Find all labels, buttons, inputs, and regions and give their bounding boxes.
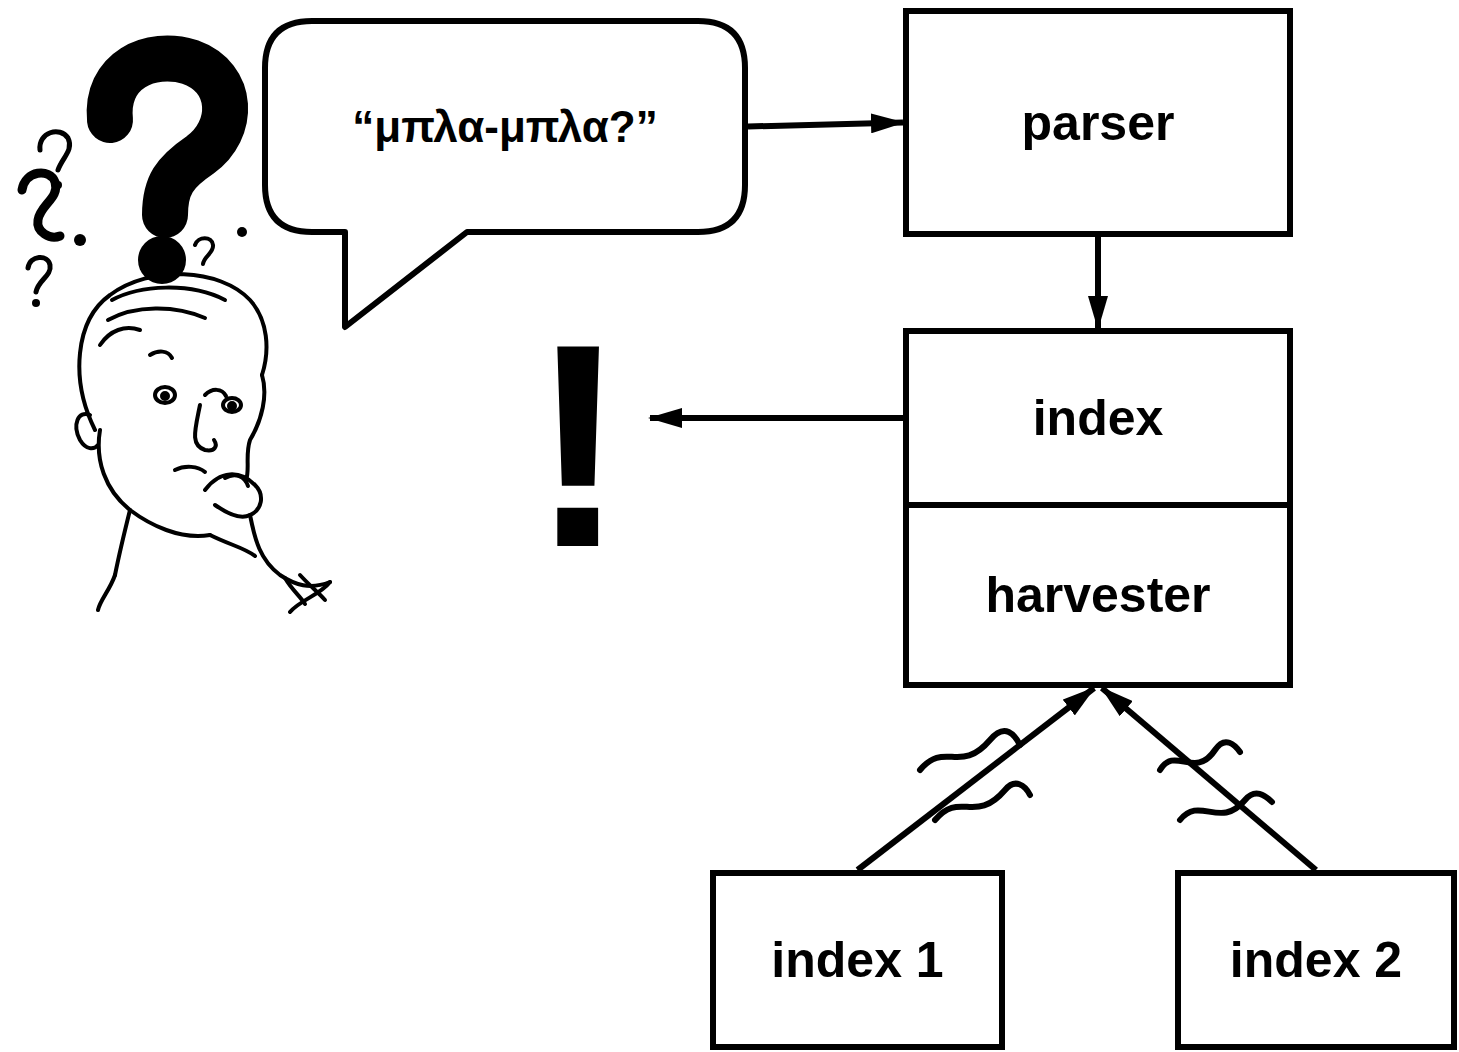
- node-label: index 1: [771, 931, 943, 989]
- arrow-connector: [1095, 237, 1101, 328]
- break-marks: [920, 731, 1272, 820]
- result-arrow: [650, 415, 903, 421]
- exclamation-mark: !: [530, 300, 627, 590]
- question-marks: [22, 59, 302, 307]
- index-box: index: [903, 328, 1293, 508]
- node-label: “μπλα-μπλα?”: [352, 102, 657, 152]
- arrow-connector: [748, 123, 903, 127]
- process-box: parser: [903, 8, 1293, 237]
- node-label: harvester: [985, 566, 1210, 624]
- node-label: parser: [1022, 94, 1175, 152]
- thinking-man: [76, 274, 330, 612]
- arrow-connector: [858, 688, 1095, 870]
- harvester-box: harvester: [903, 502, 1293, 688]
- source-index-box: index 2: [1175, 870, 1457, 1050]
- arrow-connector: [1102, 688, 1316, 870]
- node-label: index 2: [1230, 931, 1402, 989]
- speech-bubble: “μπλα-μπλα?”: [262, 18, 748, 235]
- source-index-box: index 1: [710, 870, 1005, 1050]
- node-label: index: [1033, 389, 1164, 447]
